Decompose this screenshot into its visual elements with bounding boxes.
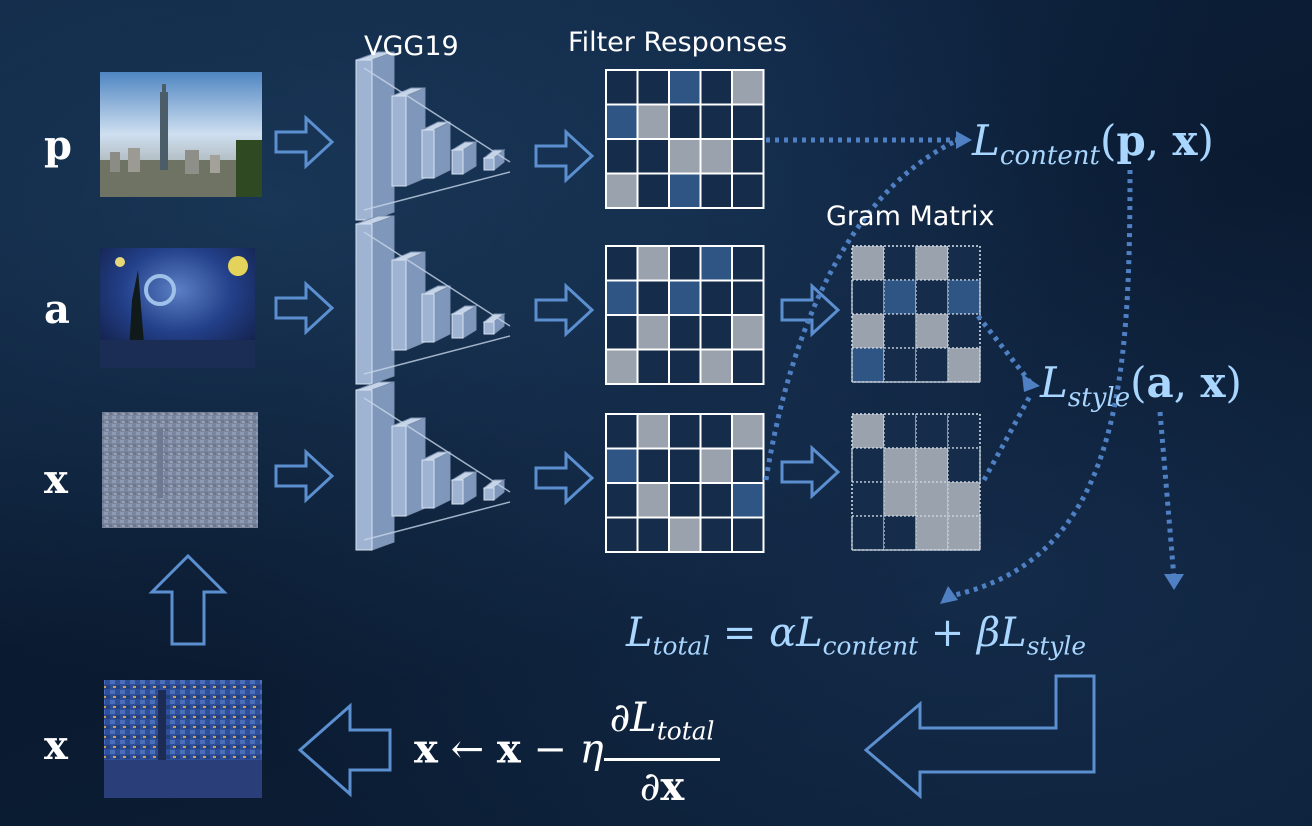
gram-x-to-lstyle [981,394,1033,482]
heading-vgg19: VGG19 [364,31,459,62]
lstyle-to-ltotal [1157,411,1177,579]
vgg19-network-a [355,215,511,385]
filter-responses-content [605,69,765,209]
arrow-image-to-network-a [274,280,335,336]
arrow-update-upward [148,553,228,646]
filter-responses-style [605,245,765,385]
arrow-responses-to-gram-x [780,444,841,500]
formula-gradient-update: x ← x − η∂Ltotal∂x [414,692,721,813]
gram-matrix-generated [851,413,981,551]
filter-responses-generated [605,413,765,553]
heading-filter-responses: Filter Responses [568,27,788,58]
dotted-connectors [763,137,1177,599]
arrow-network-to-responses-x [534,450,595,506]
gradient-fraction: ∂Ltotal∂x [603,692,721,813]
arrow-image-to-network-x [274,448,335,504]
arrow-image-to-network-p [274,114,335,170]
label-final-image-x: x [44,722,68,769]
label-generated-image-x: x [44,456,68,503]
arrow-ltotal-to-update [863,674,1096,800]
style-image [100,248,255,368]
vgg19-network-p [355,51,511,221]
arrow-update-left [297,702,392,798]
formula-content-loss: Lcontent(p, x) [972,116,1214,172]
formula-style-loss: Lstyle(a, x) [1040,358,1242,414]
gram-matrix-style [851,245,981,383]
vgg19-network-x [355,381,511,551]
generated-response-to-lcontent [763,137,960,481]
gram-a-to-lstyle [976,314,1032,384]
formula-total-loss: Ltotal = αLcontent + βLstyle [626,610,1086,661]
content-image [100,72,262,197]
arrow-network-to-responses-a [534,282,595,338]
lcontent-to-ltotal [949,169,1133,599]
dotted-arrowheads [940,131,1184,604]
arrow-responses-to-gram-a [780,282,841,338]
generated-image-noise [102,412,258,528]
arrow-network-to-responses-p [534,128,595,184]
label-style-image-a: a [44,286,70,333]
heading-gram-matrix: Gram Matrix [826,201,995,232]
generated-image-final [104,680,262,798]
label-content-image-p: p [44,122,72,169]
